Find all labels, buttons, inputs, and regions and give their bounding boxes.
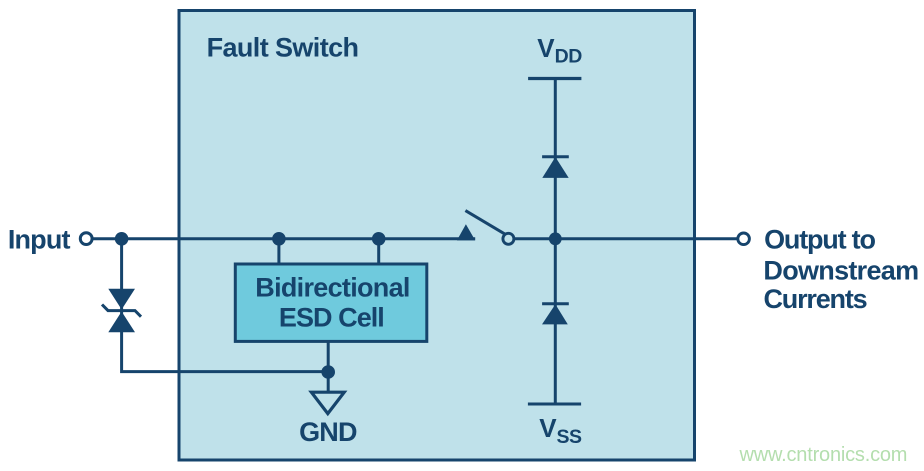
svg-text:GND: GND	[299, 417, 357, 447]
svg-text:Currents: Currents	[764, 284, 867, 314]
svg-text:Bidirectional: Bidirectional	[255, 273, 409, 303]
svg-text:ESD Cell: ESD Cell	[279, 303, 384, 333]
svg-text:Input: Input	[8, 225, 71, 255]
svg-text:Output to: Output to	[764, 225, 875, 255]
svg-text:www.cntronics.com: www.cntronics.com	[739, 444, 908, 466]
svg-text:Fault Switch: Fault Switch	[207, 33, 359, 63]
svg-text:Downstream: Downstream	[763, 255, 918, 285]
